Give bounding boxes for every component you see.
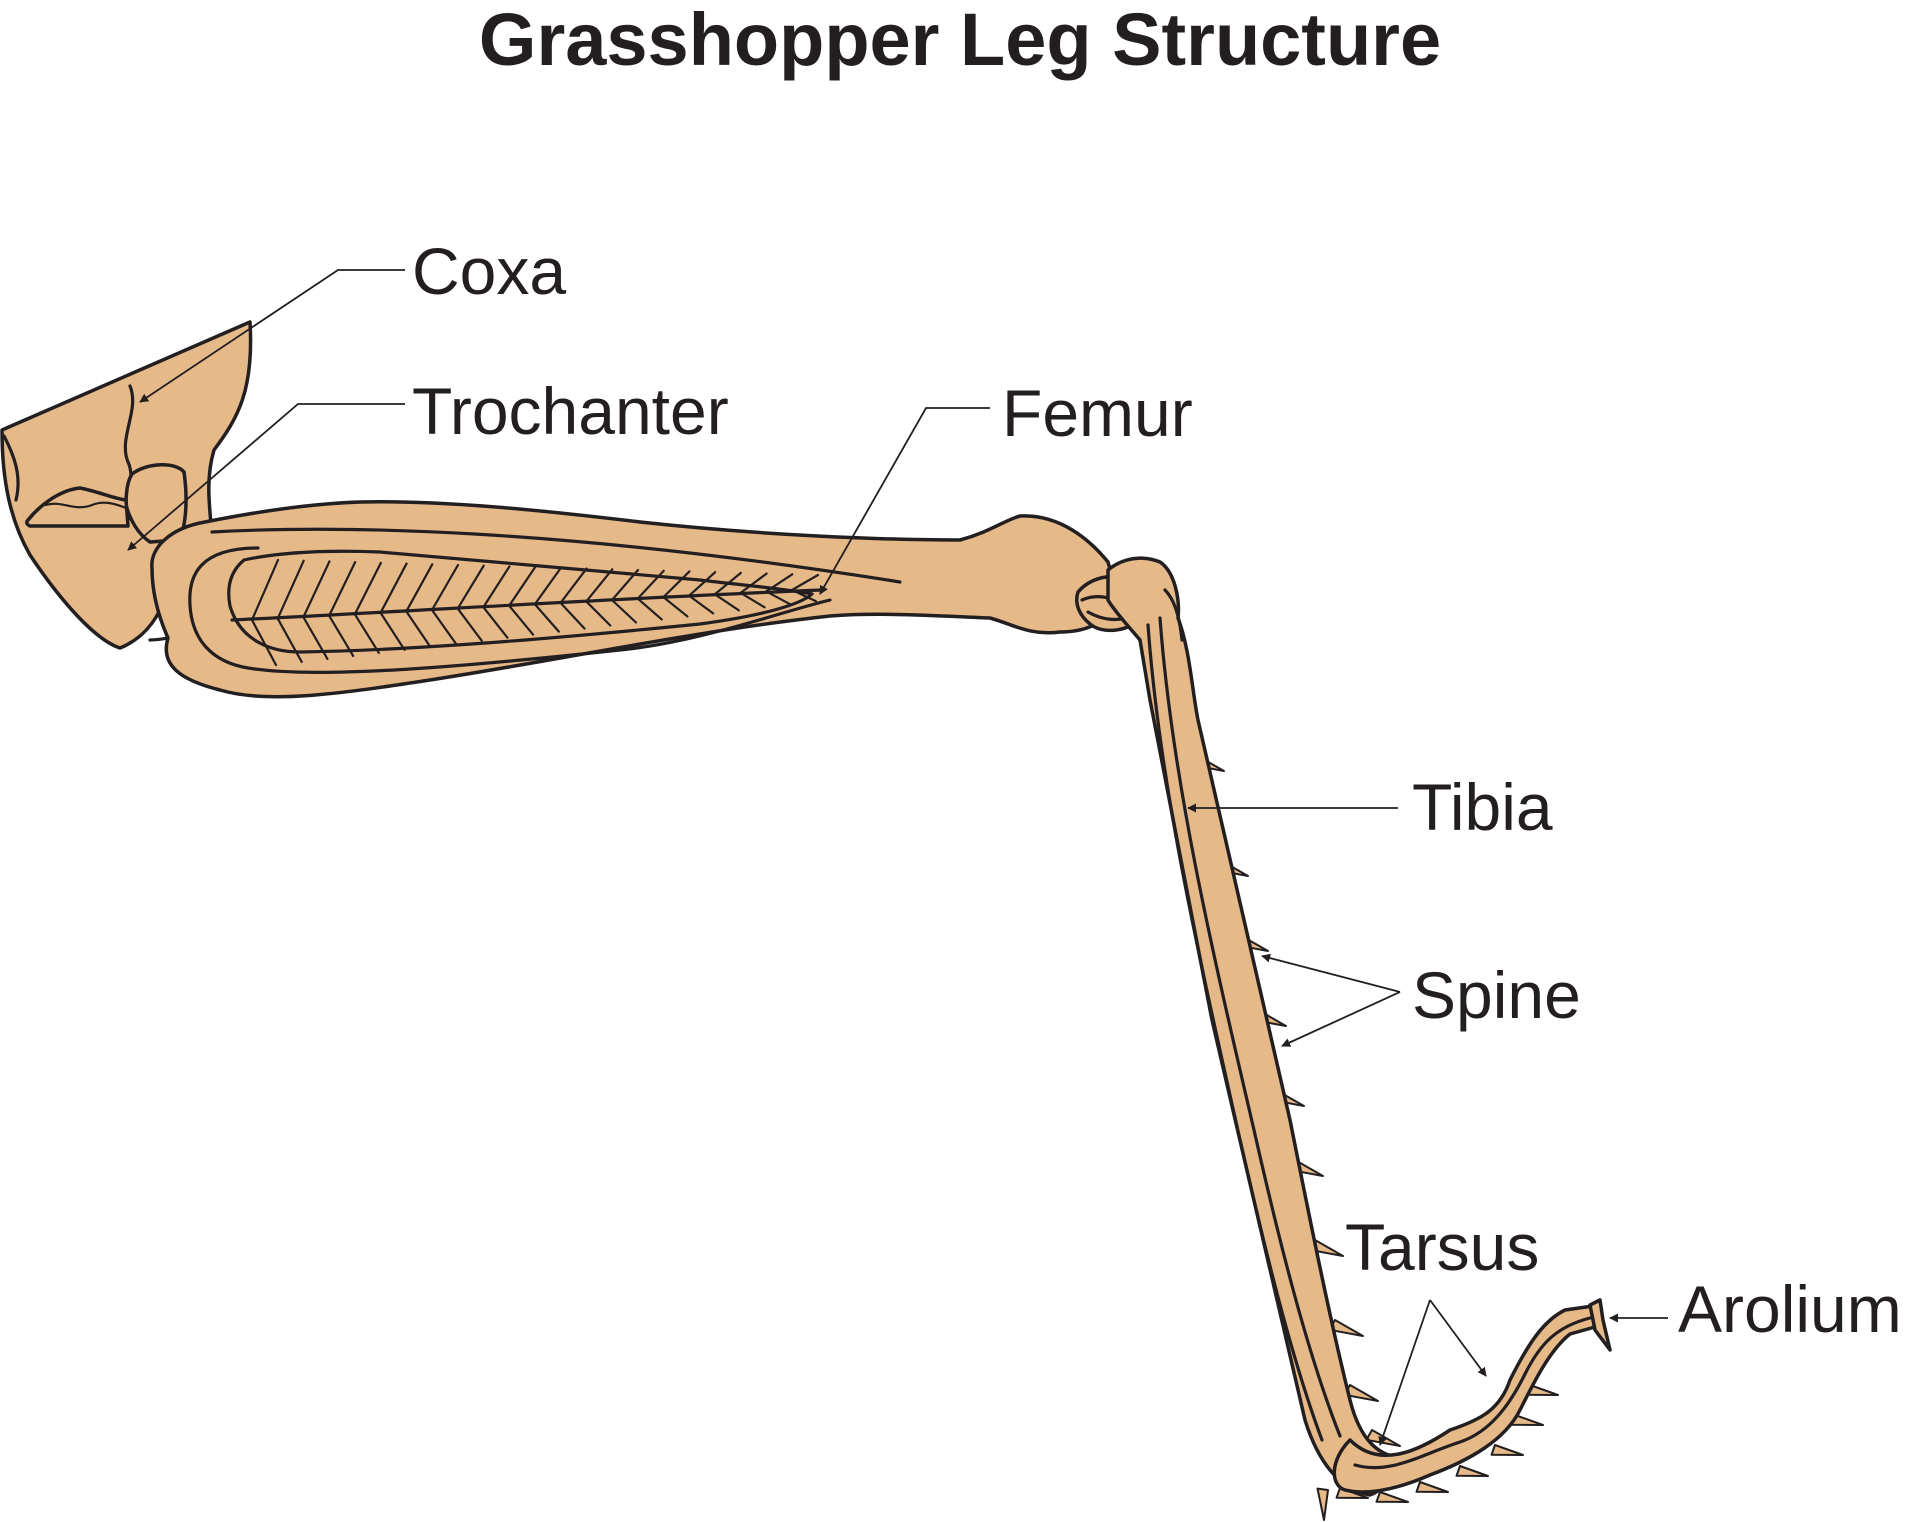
femur-hatch-line <box>405 610 432 648</box>
tarsus-spine <box>1415 1481 1449 1493</box>
label-arolium: Arolium <box>1678 1272 1902 1346</box>
femur-hatch-line <box>636 597 663 621</box>
label-spine: Spine <box>1412 958 1581 1032</box>
femur-hatch-line <box>739 572 768 594</box>
arolium-tip <box>1588 1298 1612 1352</box>
leader-lines <box>127 269 1668 1446</box>
femur-hatch-line <box>713 571 742 596</box>
femur-hatch-line <box>765 590 792 606</box>
tarsus-spine <box>1316 1487 1329 1521</box>
femur-hatch-line <box>276 559 305 620</box>
label-tibia: Tibia <box>1412 770 1553 844</box>
femur-hatch-line <box>430 563 460 612</box>
femur-part <box>150 500 1145 699</box>
femur-hatch-line <box>585 568 614 603</box>
femur-hatch-line <box>790 573 820 592</box>
femur-hatch-line <box>508 566 537 607</box>
femur-hatch-line <box>250 618 278 667</box>
femur-hatch-line <box>739 591 766 609</box>
femur-hatch-line <box>405 563 434 613</box>
femur-hatch-line <box>482 606 509 639</box>
femur-hatch-line <box>379 562 408 614</box>
femur-hatch-line <box>559 601 586 630</box>
femur-hatch-line <box>302 560 331 619</box>
femur-hatch-line <box>328 614 355 657</box>
femur-hatch-line <box>353 561 382 616</box>
tibia-part <box>1106 556 1402 1497</box>
femur-hatch-line <box>713 593 740 612</box>
tarsus-spine <box>1490 1444 1524 1456</box>
tarsus-spine <box>1375 1491 1409 1503</box>
label-trochanter: Trochanter <box>412 374 729 448</box>
femur-hatch-line <box>379 611 406 651</box>
femur-hatch-line <box>688 571 717 597</box>
femur-hatch-line <box>456 607 483 642</box>
femur-hatch-line <box>533 603 560 633</box>
tarsus-part <box>1316 1298 1612 1521</box>
femur-hatch-line <box>276 617 303 664</box>
femur-hatch-line <box>790 588 818 603</box>
femur-hatch-line <box>250 558 280 622</box>
label-tarsus: Tarsus <box>1345 1210 1539 1284</box>
trochanter-part <box>24 463 188 544</box>
label-femur: Femur <box>1002 376 1193 450</box>
diagram-title: Grasshopper Leg Structure <box>478 0 1442 81</box>
femur-hatch-line <box>508 604 535 636</box>
femur-hatch-line <box>533 566 562 606</box>
label-coxa: Coxa <box>412 234 566 308</box>
femur-hatch-line <box>430 608 458 645</box>
femur-hatch-line <box>559 567 588 604</box>
femur-hatch-line <box>610 568 640 602</box>
femur-hatch-line <box>610 598 638 624</box>
femur-hatch-line <box>662 570 691 599</box>
femur-hatch-line <box>302 616 329 661</box>
femur-hatch-line <box>585 600 612 627</box>
tarsus-spine <box>1455 1465 1489 1477</box>
femur-hatch-line <box>636 569 665 600</box>
femur-hatch-line <box>662 596 689 618</box>
femur-hatch-line <box>765 573 794 593</box>
femur-hatch-line <box>328 561 357 617</box>
femur-hatch-line <box>353 613 380 654</box>
femur-hatch-line <box>688 594 715 615</box>
femur-hatch-line <box>456 564 485 610</box>
femur-hatch-line <box>482 565 511 609</box>
